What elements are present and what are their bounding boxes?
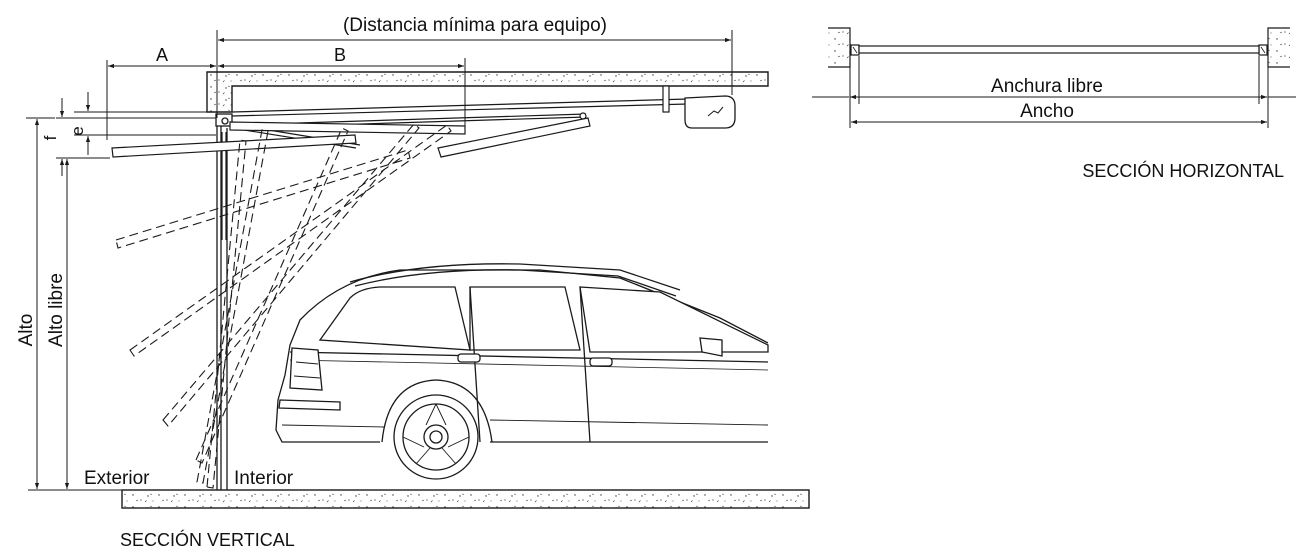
dimension-height <box>26 117 216 491</box>
opener-motor <box>684 95 736 129</box>
door-panel-top <box>858 45 1260 54</box>
dimension-f-label: f <box>41 135 60 140</box>
min-distance-label: (Distancia mínima para equipo) <box>343 15 607 36</box>
dimension-a-label: A <box>156 45 168 65</box>
horizontal-section <box>812 27 1296 128</box>
door-swing-path <box>115 123 452 489</box>
car-illustration <box>275 263 769 480</box>
open-door-panel <box>111 117 591 158</box>
alto-label: Alto <box>16 314 37 347</box>
opener-rail <box>231 85 689 117</box>
vertical-section-title: SECCIÓN VERTICAL <box>120 529 295 550</box>
floor-slab <box>121 489 810 509</box>
exterior-label: Exterior <box>84 468 150 489</box>
ancho-label: Ancho <box>1020 101 1074 122</box>
dimension-a-b <box>106 58 466 140</box>
left-wall <box>828 27 860 68</box>
dimension-e-f <box>56 92 216 176</box>
min-distance-dimension <box>216 30 733 118</box>
interior-label: Interior <box>234 468 294 489</box>
alto-libre-label: Alto libre <box>46 273 67 347</box>
vertical-section <box>26 30 810 509</box>
anchura-libre-label: Anchura libre <box>991 76 1103 97</box>
horizontal-section-title: SECCIÓN HORIZONTAL <box>1082 160 1284 181</box>
dimension-b-label: B <box>334 45 346 65</box>
ceiling-slab <box>206 71 769 113</box>
dimension-e-label: e <box>68 126 87 135</box>
right-wall <box>1258 27 1290 68</box>
